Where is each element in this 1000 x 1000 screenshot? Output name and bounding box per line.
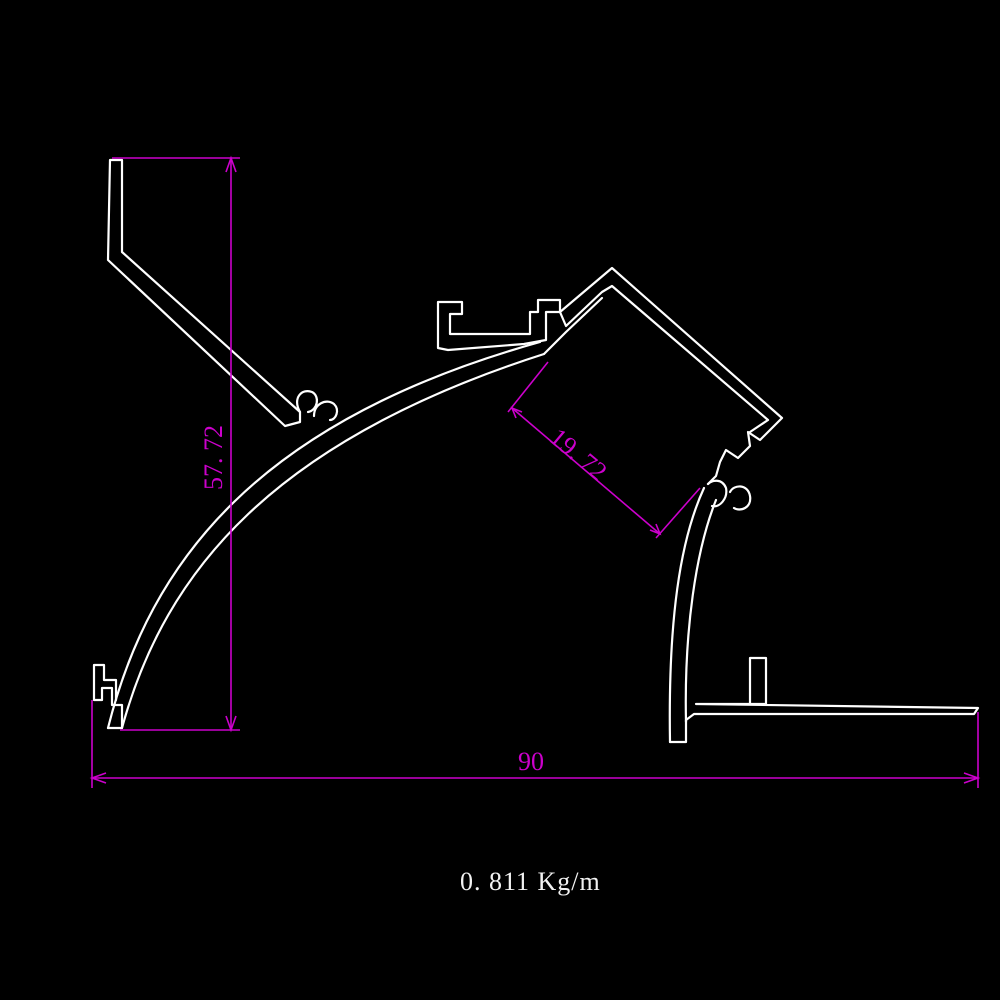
- right-arc-outer: [668, 486, 706, 744]
- pocket-inner-left: [542, 296, 604, 356]
- right-clip: [706, 479, 752, 511]
- left-arm-clip: [296, 390, 339, 422]
- dimension-slot: 19. 72: [507, 361, 701, 539]
- left-arm: [106, 158, 302, 428]
- pocket: [558, 266, 784, 486]
- dimension-width: 90: [89, 700, 981, 788]
- dimension-width-label: 90: [518, 747, 544, 776]
- weight-label: 0. 811 Kg/m: [460, 867, 601, 896]
- profile-outline: [92, 158, 980, 744]
- main-arc-outer: [106, 340, 542, 730]
- main-arc-inner: [120, 352, 546, 730]
- dimension-slot-label: 19. 72: [544, 422, 612, 486]
- dimension-height: 57. 72: [112, 155, 240, 733]
- right-arc-inner: [684, 498, 718, 724]
- top-channel: [436, 298, 562, 352]
- right-foot: [668, 656, 980, 744]
- left-foot: [92, 663, 124, 730]
- dimension-height-label: 57. 72: [199, 425, 228, 490]
